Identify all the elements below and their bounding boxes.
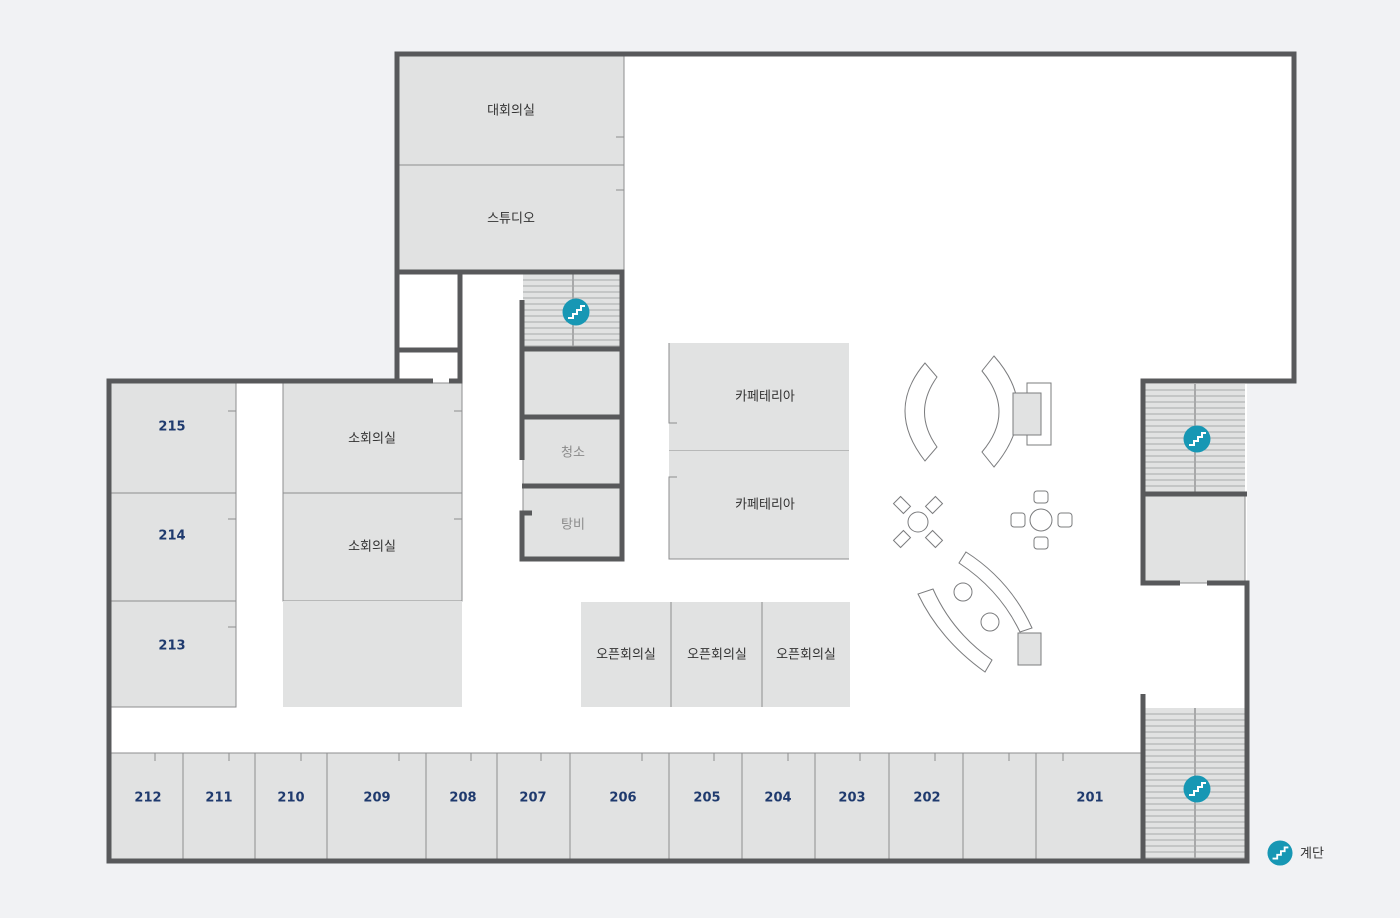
room-number: 205 xyxy=(693,791,720,806)
door-marks xyxy=(454,410,462,520)
room-number: 207 xyxy=(519,791,546,806)
room-number: 203 xyxy=(838,791,865,806)
round-table xyxy=(892,495,944,549)
lounge-furniture xyxy=(892,355,1073,673)
room-label: 오픈회의실 xyxy=(776,648,836,663)
room-label: 소회의실 xyxy=(348,432,396,447)
stairs-icon xyxy=(562,298,590,326)
room-label: 오픈회의실 xyxy=(687,648,747,663)
room-215[interactable]: 215 xyxy=(109,382,237,494)
room-storage xyxy=(522,349,622,417)
room-label: 대회의실 xyxy=(487,104,535,119)
room-204[interactable] xyxy=(741,752,816,861)
room-label: 탕비 xyxy=(561,518,585,533)
room-205[interactable] xyxy=(668,752,743,861)
room-small-meeting-2[interactable]: 소회의실 xyxy=(282,492,463,602)
legend: 계단 xyxy=(1267,840,1324,866)
walls xyxy=(106,51,1297,864)
door-marks xyxy=(228,410,236,628)
room-211[interactable] xyxy=(182,752,256,861)
room-label: 소회의실 xyxy=(348,540,396,555)
room-cafeteria-2[interactable]: 카페테리아 xyxy=(668,451,849,560)
room-212[interactable] xyxy=(109,752,184,861)
room-214[interactable]: 214 xyxy=(109,492,237,602)
room-open-meeting-2[interactable]: 오픈회의실 xyxy=(671,602,762,707)
south-rooms xyxy=(109,752,1143,861)
room-unlabeled-south xyxy=(962,752,1037,861)
legend-label: 계단 xyxy=(1300,847,1324,862)
room-number: 212 xyxy=(134,791,161,806)
room-grand-meeting[interactable]: 대회의실 xyxy=(397,54,625,166)
room-number: 215 xyxy=(158,420,185,435)
room-open-meeting-1[interactable]: 오픈회의실 xyxy=(581,602,671,707)
room-202[interactable] xyxy=(888,752,964,861)
room-number: 201 xyxy=(1076,791,1103,806)
room-label: 오픈회의실 xyxy=(596,648,656,663)
room-label: 카페테리아 xyxy=(735,390,795,405)
room-number: 208 xyxy=(449,791,476,806)
stairs-icon xyxy=(1267,840,1293,866)
room-water[interactable]: 탕비 xyxy=(522,487,622,559)
room-number: 211 xyxy=(205,791,232,806)
round-table xyxy=(1010,490,1073,550)
room-dividers xyxy=(670,602,763,707)
room-number: 209 xyxy=(363,791,390,806)
room-206[interactable] xyxy=(569,752,670,861)
room-213[interactable]: 213 xyxy=(109,600,237,708)
room-open-meeting-3[interactable]: 오픈회의실 xyxy=(762,602,850,707)
room-cafeteria-1[interactable]: 카페테리아 xyxy=(668,343,849,452)
room-studio[interactable]: 스튜디오 xyxy=(397,164,625,273)
room-209[interactable] xyxy=(326,752,427,861)
room-east-lobby xyxy=(1144,494,1246,584)
stairs-icon xyxy=(1183,425,1211,453)
room-label: 카페테리아 xyxy=(735,498,795,513)
room-label: 스튜디오 xyxy=(487,212,535,227)
room-number: 213 xyxy=(158,639,185,654)
room-201[interactable] xyxy=(1035,752,1143,861)
room-number: 210 xyxy=(277,791,304,806)
room-number: 202 xyxy=(913,791,940,806)
room-unlabeled-west xyxy=(283,601,462,707)
door-marks xyxy=(616,136,624,191)
room-208[interactable] xyxy=(425,752,498,861)
room-small-meeting-1[interactable]: 소회의실 xyxy=(282,382,463,494)
stairs-icon xyxy=(1183,775,1211,803)
room-207[interactable] xyxy=(496,752,571,861)
room-cleaning[interactable]: 청소 xyxy=(522,417,622,487)
room-number: 206 xyxy=(609,791,636,806)
room-210[interactable] xyxy=(254,752,328,861)
room-203[interactable] xyxy=(814,752,890,861)
room-number: 204 xyxy=(764,791,791,806)
room-label: 청소 xyxy=(561,446,585,461)
room-number: 214 xyxy=(158,529,185,544)
